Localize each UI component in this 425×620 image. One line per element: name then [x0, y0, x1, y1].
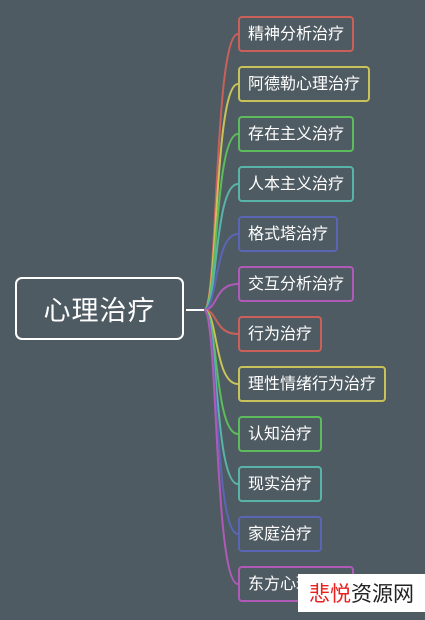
branch-node-existential[interactable]: 存在主义治疗	[238, 116, 355, 152]
branch-node-psychoanalytic[interactable]: 精神分析治疗	[238, 16, 355, 52]
branch-label: 交互分析治疗	[248, 274, 345, 293]
branch-node-behavior[interactable]: 行为治疗	[238, 316, 323, 352]
branch-label: 精神分析治疗	[248, 24, 345, 43]
connector-line	[203, 33, 239, 311]
branch-label: 阿德勒心理治疗	[248, 74, 361, 93]
branch-node-gestalt[interactable]: 格式塔治疗	[238, 216, 339, 252]
branch-label: 格式塔治疗	[248, 224, 329, 243]
branch-label: 人本主义治疗	[248, 174, 345, 193]
branch-label: 存在主义治疗	[248, 124, 345, 143]
watermark-logo: 悲悦资源网	[298, 574, 425, 612]
watermark-part2: 资源网	[351, 582, 414, 606]
branch-label: 理性情绪行为治疗	[248, 374, 377, 393]
branch-label: 家庭治疗	[248, 524, 313, 543]
branch-node-humanistic[interactable]: 人本主义治疗	[238, 166, 355, 202]
connector-line	[203, 233, 239, 311]
root-label: 心理治疗	[43, 296, 156, 327]
branch-node-reality[interactable]: 现实治疗	[238, 466, 323, 502]
connector-line	[203, 309, 239, 585]
branch-label: 行为治疗	[248, 324, 313, 343]
branch-node-adlerian[interactable]: 阿德勒心理治疗	[238, 66, 371, 102]
branch-node-rebt[interactable]: 理性情绪行为治疗	[238, 366, 387, 402]
branch-label: 认知治疗	[248, 424, 313, 443]
branch-label: 现实治疗	[248, 474, 313, 493]
connector-line	[203, 183, 239, 311]
watermark-part1: 悲悦	[309, 582, 351, 606]
connector-line	[203, 283, 239, 311]
root-node[interactable]: 心理治疗	[15, 277, 184, 340]
branch-node-transactional-analysis[interactable]: 交互分析治疗	[238, 266, 355, 302]
branch-node-cognitive[interactable]: 认知治疗	[238, 416, 323, 452]
branch-node-family[interactable]: 家庭治疗	[238, 516, 323, 552]
